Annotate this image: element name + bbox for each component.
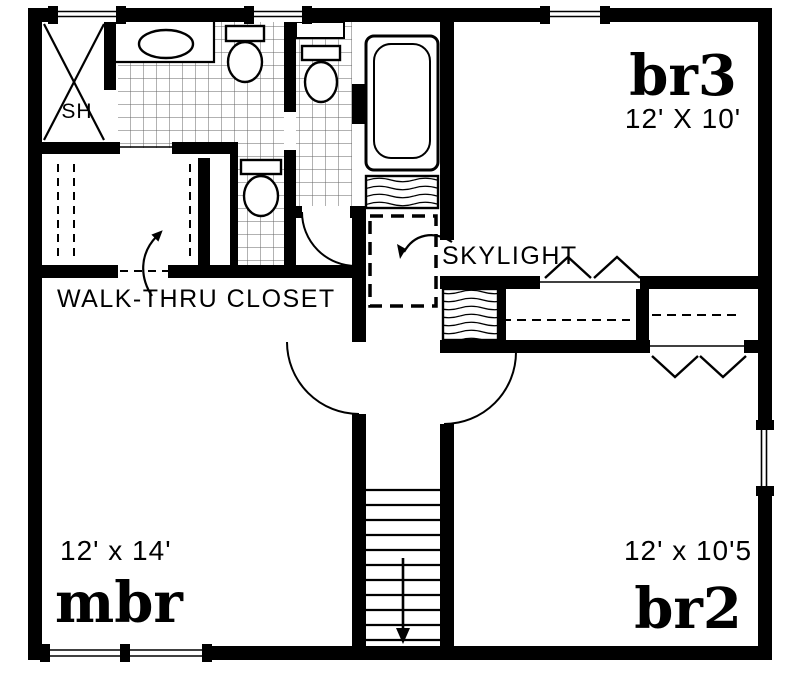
skylight-arrowhead [397, 244, 406, 259]
stairs [366, 488, 440, 644]
exterior-wall-top [28, 8, 772, 22]
closet-divider-wall [198, 158, 210, 265]
walk-thru-arrowhead [151, 230, 163, 242]
room-label-mbr: mbr [55, 570, 184, 636]
hall-wall-west-lower [352, 414, 366, 660]
br3-br2-closet-divider [636, 289, 649, 340]
bath-door-hinge-post [350, 206, 366, 218]
bathtub-icon [364, 34, 440, 172]
shower-label: SH [61, 100, 92, 123]
room-label-br2: br2 [634, 576, 742, 642]
hall-wall-west-upper [352, 218, 366, 342]
bathmat [364, 174, 440, 210]
vanity-counter-edge [116, 22, 216, 64]
exterior-wall-bottom [28, 646, 772, 660]
stair-direction-arrow [396, 558, 410, 644]
shower-wall [104, 22, 116, 90]
door-swings [120, 146, 744, 425]
bifold-door-chevron [699, 355, 747, 379]
window [244, 6, 312, 24]
br3-south-wall-east [640, 276, 758, 289]
toilet-icon [224, 24, 266, 84]
br2-door-arc [443, 351, 517, 425]
cabinet-icon [295, 21, 345, 39]
closet-arrow-group [142, 230, 163, 297]
br3-south-wall-west [440, 276, 540, 289]
toilet-icon [300, 44, 342, 104]
mbr-door-arc [286, 341, 360, 415]
window [40, 644, 212, 662]
bath-door-wall-stub [284, 206, 302, 218]
window [756, 420, 774, 496]
chase-box [441, 287, 500, 342]
bath-divider-wall-upper [284, 22, 296, 112]
water-closet-wall-west [230, 152, 238, 265]
exterior-wall-right [758, 8, 772, 660]
wall-below-shower [28, 142, 120, 154]
shower-stall [43, 23, 105, 141]
room-dims-mbr: 12' x 14' [60, 535, 172, 566]
walk-thru-arrow [142, 235, 158, 297]
room-dims-br2: 12' x 10'5 [624, 535, 752, 566]
br3-closet-west-wall [498, 289, 506, 340]
hall-south-wall [440, 340, 650, 353]
walls [28, 8, 772, 660]
tub-wall-stub [352, 84, 366, 124]
skylight-group [368, 214, 453, 308]
bifold-door-chevron [593, 255, 641, 279]
room-dims-br3: 12' X 10' [625, 103, 741, 134]
closet-symbols [57, 164, 747, 379]
skylight-label: SKYLIGHT [442, 242, 578, 270]
wall-bath-closet [172, 142, 238, 154]
exterior-wall-left [28, 8, 42, 660]
window [48, 6, 126, 24]
bifold-door-chevron [544, 255, 592, 279]
labels: SH WALK-THRU CLOSET SKYLIGHT br3 12' X 1… [55, 43, 752, 642]
closet-south-wall-west [28, 265, 118, 278]
skylight-outline [368, 214, 438, 308]
closet-south-wall-east [168, 265, 366, 278]
window [540, 6, 610, 24]
bathroom-door-arc [301, 211, 357, 267]
br2-closet-wall-stub [744, 340, 758, 353]
toilet-icon [239, 158, 283, 218]
bifold-door-chevron [651, 355, 699, 379]
hall-wall-east-upper [440, 22, 454, 240]
walk-thru-closet-label: WALK-THRU CLOSET [57, 285, 336, 313]
sink-icon [137, 28, 195, 60]
hall-wall-east-lower [440, 424, 454, 660]
room-label-br3: br3 [629, 43, 737, 109]
windows [40, 6, 774, 662]
